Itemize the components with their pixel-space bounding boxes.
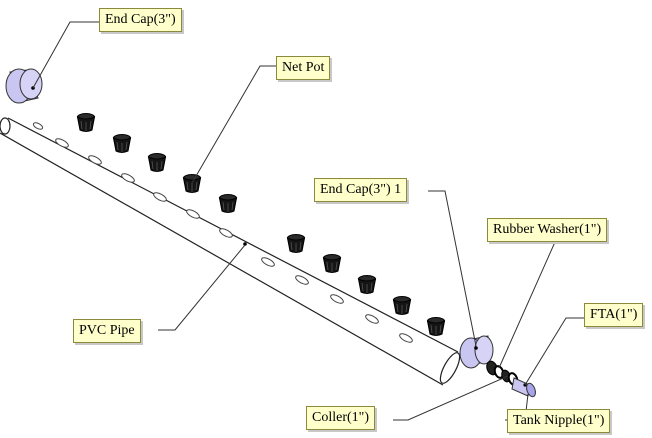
- label-rubber-washer: Rubber Washer(1"): [487, 218, 608, 242]
- label-net-pot: Net Pot: [276, 56, 331, 80]
- label-tank-nipple: Tank Nipple(1"): [507, 409, 611, 433]
- label-coller: Coller(1"): [306, 406, 376, 430]
- pipe-holes: [32, 122, 413, 343]
- label-end-cap-1: End Cap(3") 1: [314, 178, 408, 202]
- label-pvc-pipe: PVC Pipe: [73, 319, 141, 343]
- label-end-cap: End Cap(3"): [99, 8, 182, 32]
- label-fta: FTA(1"): [584, 303, 644, 327]
- end-cap-right: [459, 335, 494, 369]
- net-pots: [77, 113, 445, 336]
- end-cap-left: [5, 68, 43, 104]
- pvc-pipe: [0, 117, 461, 386]
